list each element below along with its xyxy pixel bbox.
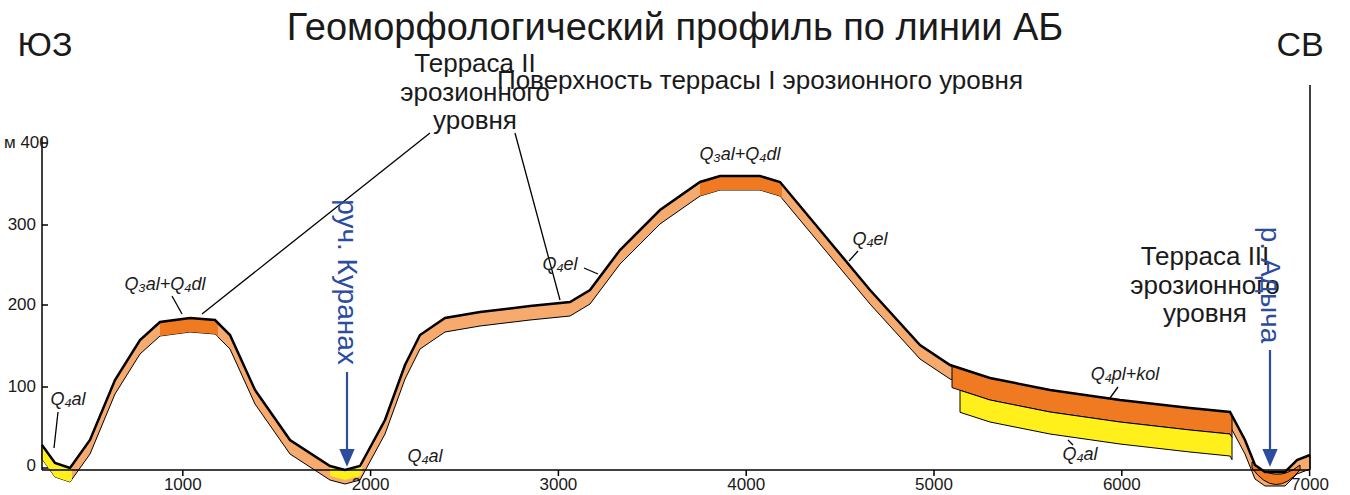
terrace-label: Терраса III эрозионного уровня <box>1090 242 1320 328</box>
stream-label: руч. Куранах <box>332 199 363 365</box>
y-tick <box>42 386 48 388</box>
direction-label: СВ <box>1276 26 1323 63</box>
axes <box>42 85 1310 476</box>
deposit-index: Q₄pl+kol <box>1091 365 1160 385</box>
axis-value: 2000 <box>352 476 390 495</box>
right-border <box>1309 85 1311 470</box>
deposit-index: Q₄al <box>50 390 85 410</box>
deposit-index: Q₄el <box>852 230 887 250</box>
leader-line <box>1110 387 1118 398</box>
eluvial-band <box>42 176 1310 486</box>
deposit-index: Q₄al <box>1062 445 1097 465</box>
deposit-index: Q₄al <box>407 447 442 467</box>
y-tick <box>42 224 48 226</box>
arrow-shaft <box>1269 350 1271 455</box>
leader-line <box>172 296 182 314</box>
leader-line <box>54 412 58 448</box>
axis-value: 7000 <box>1291 476 1329 495</box>
stream-arrows <box>341 350 1276 464</box>
axis-value: 100 <box>8 378 36 397</box>
axis-value: м 400 <box>4 134 49 153</box>
leader-line <box>202 133 430 314</box>
axis-value: 1000 <box>164 476 202 495</box>
axis-value: 4000 <box>727 476 765 495</box>
axis-value: 0 <box>27 457 36 476</box>
axis-value: 300 <box>8 216 36 235</box>
surface-line <box>42 176 1310 472</box>
leader-lines <box>54 133 1118 448</box>
x-axis <box>42 469 1310 471</box>
direction-label: ЮЗ <box>18 26 73 63</box>
axis-value: 3000 <box>539 476 577 495</box>
arrow-head <box>1264 450 1276 464</box>
y-tick <box>42 304 48 306</box>
terrace-label: Поверхность террасы I эрозионного уровня <box>470 66 1050 95</box>
arrow-head <box>341 450 353 464</box>
y-axis <box>41 138 43 470</box>
leader-line <box>849 251 858 261</box>
river-label: р. Адыча <box>1255 227 1286 343</box>
axis-ticks <box>42 143 1310 476</box>
axis-value: 6000 <box>1103 476 1141 495</box>
leader-line <box>515 133 560 300</box>
y-tick <box>42 467 48 469</box>
arrow-shaft <box>346 372 348 455</box>
deposit-index: Q₃al+Q₄dl <box>700 145 781 165</box>
profile-layers <box>42 176 1310 486</box>
axis-value: 5000 <box>915 476 953 495</box>
leader-line <box>584 268 598 274</box>
diagram-title: Геоморфологический профиль по линии АБ <box>287 7 1063 49</box>
axis-value: 200 <box>8 296 36 315</box>
deposit-index: Q₄el <box>542 255 577 275</box>
deposit-index: Q₃al+Q₄dl <box>125 275 206 295</box>
